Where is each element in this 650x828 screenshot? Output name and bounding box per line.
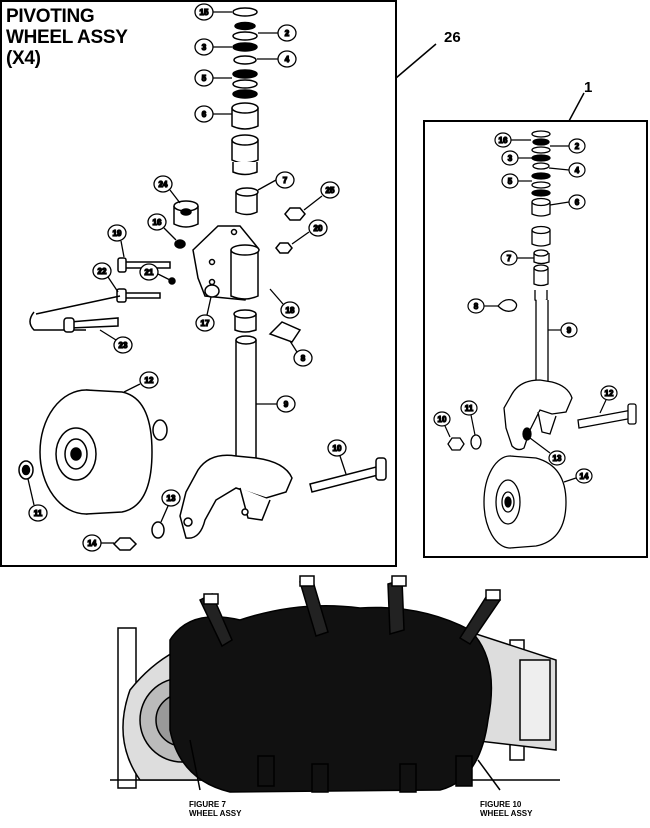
svg-text:19: 19 — [113, 229, 122, 238]
bubble-fixed-3: 3 — [501, 150, 532, 166]
bubble-pivot-15: 15 — [194, 3, 232, 21]
svg-text:4: 4 — [575, 166, 580, 175]
svg-text:5: 5 — [202, 74, 207, 83]
assembly-callout-26: 26 — [444, 29, 461, 46]
pivot-stack — [18, 7, 387, 551]
svg-text:12: 12 — [145, 376, 154, 385]
bubble-fixed-8: 8 — [467, 298, 498, 314]
svg-text:11: 11 — [465, 404, 474, 413]
bubble-fixed-10: 10 — [433, 411, 451, 438]
bubble-fixed-9: 9 — [548, 322, 578, 338]
bubble-fixed-16: 16 — [494, 132, 531, 148]
pivoting-assembly-frame — [0, 0, 397, 567]
svg-text:10: 10 — [333, 444, 342, 453]
title-line-2: WHEEL ASSY — [6, 27, 128, 48]
svg-text:8: 8 — [301, 354, 306, 363]
leader-1 — [568, 92, 585, 122]
bubble-pivot-7: 7 — [257, 171, 295, 191]
svg-text:5: 5 — [508, 177, 513, 186]
bubble-pivot-12: 12 — [123, 371, 159, 393]
assembly-callout-1: 1 — [584, 79, 592, 96]
bubble-fixed-4: 4 — [548, 162, 586, 178]
figure-10-label: FIGURE 10 WHEEL ASSY — [480, 800, 533, 818]
bubble-pivot-21: 21 — [139, 263, 171, 281]
fixed-assembly-frame — [423, 120, 648, 558]
svg-text:9: 9 — [284, 400, 289, 409]
svg-text:15: 15 — [200, 8, 209, 17]
title-line-1: PIVOTING — [6, 6, 95, 27]
svg-text:9: 9 — [567, 326, 572, 335]
bubble-pivot-8: 8 — [289, 340, 313, 367]
fixed-stack — [447, 130, 637, 549]
svg-text:22: 22 — [98, 267, 107, 276]
svg-text:23: 23 — [119, 341, 128, 350]
bubble-pivot-22: 22 — [92, 262, 119, 293]
svg-text:14: 14 — [580, 472, 589, 481]
machine-overview — [110, 575, 560, 793]
bubble-pivot-5: 5 — [194, 69, 232, 87]
svg-text:6: 6 — [575, 198, 580, 207]
bubble-pivot-4: 4 — [257, 50, 297, 68]
bubble-pivot-2: 2 — [258, 24, 297, 42]
svg-text:10: 10 — [438, 415, 447, 424]
fixed-callout-bubbles: 16 2 3 4 5 6 7 8 9 12 10 11 13 14 — [433, 132, 618, 484]
bubble-pivot-24: 24 — [153, 175, 181, 204]
bubble-pivot-9: 9 — [256, 395, 296, 413]
bubble-fixed-7: 7 — [500, 250, 534, 266]
svg-text:7: 7 — [283, 176, 288, 185]
bubble-pivot-11: 11 — [27, 478, 48, 522]
svg-text:25: 25 — [326, 186, 335, 195]
bubble-pivot-20: 20 — [291, 219, 328, 245]
title-line-3: (X4) — [6, 48, 41, 69]
bubble-fixed-13: 13 — [529, 437, 566, 466]
bubble-fixed-14: 14 — [563, 468, 593, 484]
bubble-fixed-2: 2 — [550, 138, 586, 154]
svg-text:12: 12 — [605, 389, 614, 398]
pivot-callout-bubbles: 15 2 3 4 5 6 7 24 25 16 20 19 22 21 18 1… — [27, 3, 347, 552]
svg-text:2: 2 — [575, 142, 580, 151]
bubble-pivot-14: 14 — [82, 534, 114, 552]
leader-26 — [395, 43, 437, 79]
svg-text:3: 3 — [508, 154, 513, 163]
svg-text:4: 4 — [285, 55, 290, 64]
svg-text:13: 13 — [553, 454, 562, 463]
svg-text:20: 20 — [314, 224, 323, 233]
bubble-fixed-11: 11 — [460, 400, 478, 436]
svg-text:18: 18 — [286, 306, 295, 315]
svg-text:7: 7 — [507, 254, 512, 263]
figure-7-label: FIGURE 7 WHEEL ASSY — [189, 800, 242, 818]
svg-text:21: 21 — [145, 268, 154, 277]
svg-text:2: 2 — [285, 29, 290, 38]
bubble-fixed-5: 5 — [501, 173, 532, 189]
assembly-title: PIVOTING WHEEL ASSY (X4) — [6, 6, 128, 69]
bubble-pivot-23: 23 — [99, 329, 133, 354]
bubble-pivot-6: 6 — [194, 105, 232, 123]
bubble-pivot-3: 3 — [194, 38, 232, 56]
svg-text:16: 16 — [153, 218, 162, 227]
bubble-pivot-18: 18 — [269, 288, 300, 319]
svg-text:17: 17 — [201, 319, 210, 328]
bubble-pivot-25: 25 — [303, 181, 340, 211]
svg-text:16: 16 — [499, 136, 508, 145]
svg-text:14: 14 — [88, 539, 97, 548]
bubble-fixed-6: 6 — [549, 194, 586, 210]
bubble-pivot-10: 10 — [327, 439, 347, 475]
svg-text:11: 11 — [34, 509, 43, 518]
bubble-fixed-12: 12 — [599, 385, 618, 414]
svg-text:6: 6 — [202, 110, 207, 119]
bubble-pivot-13: 13 — [160, 489, 181, 523]
svg-text:3: 3 — [202, 43, 207, 52]
svg-text:8: 8 — [474, 302, 479, 311]
svg-text:24: 24 — [159, 180, 168, 189]
bubble-pivot-17: 17 — [195, 296, 215, 332]
bubble-pivot-16: 16 — [147, 213, 177, 241]
bubble-pivot-19: 19 — [107, 224, 127, 258]
svg-text:13: 13 — [167, 494, 176, 503]
